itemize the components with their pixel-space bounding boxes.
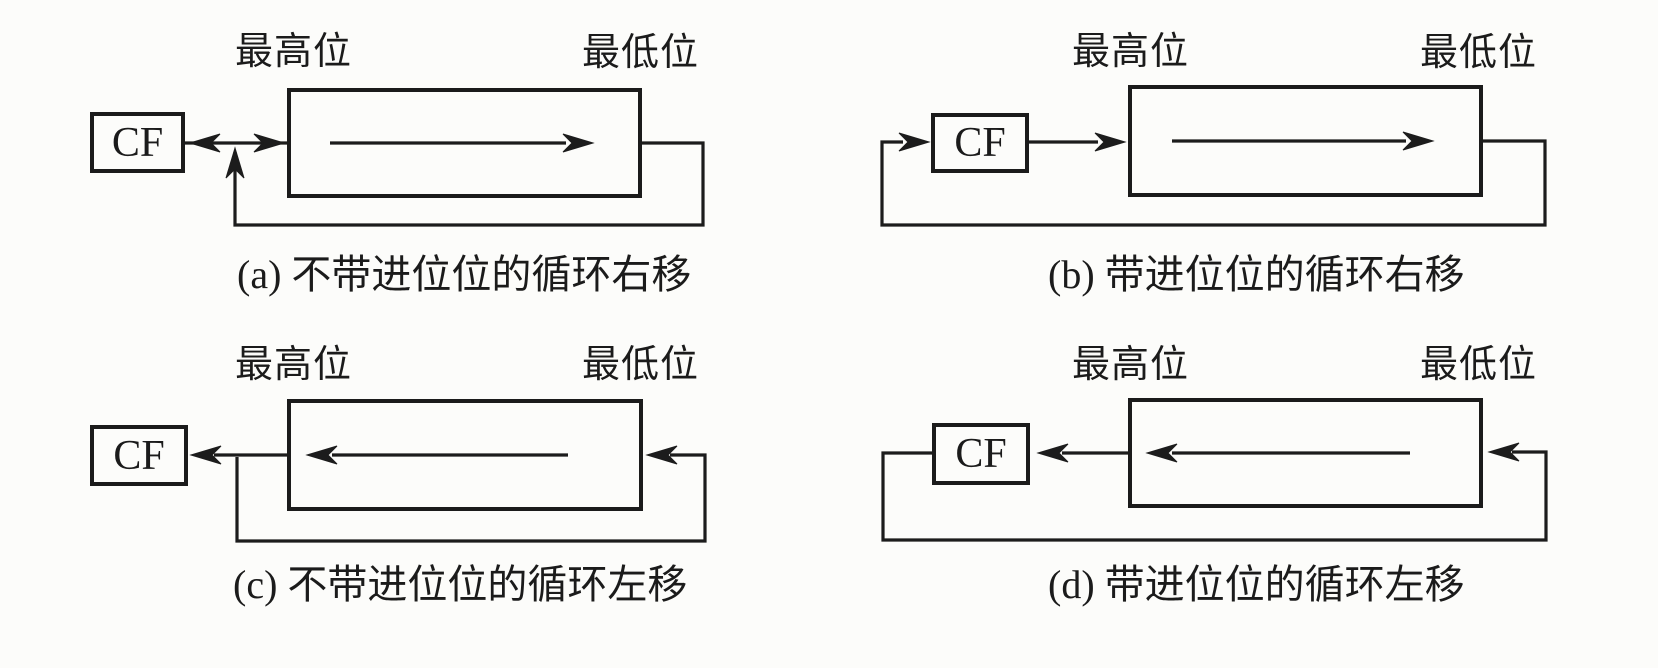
- right-arrowhead-icon: [253, 133, 286, 153]
- caption-c: (c) 不带进位位的循环左移: [233, 562, 688, 607]
- cf-box: CF: [90, 425, 188, 486]
- msb-label: 最高位: [235, 31, 353, 73]
- register-box: [287, 88, 642, 198]
- cf-label: CF: [111, 119, 164, 166]
- caption-d: (d) 带进位位的循环左移: [1048, 562, 1465, 607]
- left-arrowhead-icon: [1036, 443, 1069, 463]
- lsb-label: 最低位: [582, 344, 700, 386]
- cf-label: CF: [113, 432, 165, 479]
- lsb-label: 最低位: [582, 32, 700, 74]
- left-arrowhead-icon: [188, 133, 221, 153]
- register-box: [1128, 398, 1483, 508]
- left-arrowhead-icon: [645, 445, 678, 465]
- right-arrowhead-icon: [1094, 132, 1127, 152]
- cf-label: CF: [954, 120, 1006, 166]
- left-arrowhead-icon: [189, 445, 222, 465]
- caption-b: (b) 带进位位的循环右移: [1048, 252, 1465, 297]
- msb-label: 最高位: [1072, 344, 1190, 386]
- cf-box: CF: [90, 112, 185, 173]
- cf-box: CF: [932, 423, 1030, 485]
- register-box: [287, 399, 643, 511]
- up-arrowhead-icon: [225, 146, 245, 179]
- lsb-label: 最低位: [1420, 344, 1538, 386]
- left-arrowhead-icon: [1487, 442, 1520, 462]
- caption-a: (a) 不带进位位的循环右移: [237, 252, 692, 297]
- right-arrowhead-icon: [898, 132, 931, 152]
- cf-label: CF: [955, 431, 1007, 477]
- msb-label: 最高位: [235, 344, 353, 386]
- msb-label: 最高位: [1072, 31, 1190, 73]
- lsb-label: 最低位: [1420, 32, 1538, 74]
- cf-box: CF: [931, 113, 1029, 173]
- register-box: [1128, 85, 1483, 197]
